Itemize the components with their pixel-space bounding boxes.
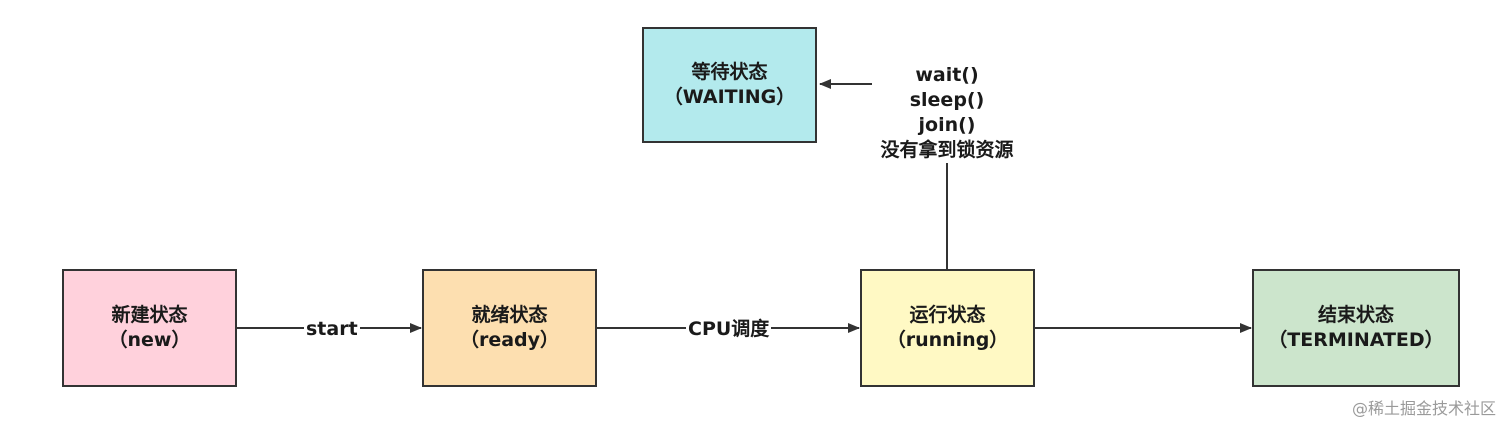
state-running-sub: （running） [886,329,1009,351]
transition-cpu-label: CPU调度 [686,317,772,341]
state-ready-box: 就绪状态 （ready） [422,269,597,387]
transition-lock-label: 没有拿到锁资源 [880,139,1014,161]
transition-sleep-label: sleep() [909,89,985,111]
state-ready-sub: （ready） [459,329,560,351]
state-new-box: 新建状态 （new） [62,269,237,387]
state-new-name: 新建状态 [111,304,188,326]
state-waiting-sub: （WAITING） [663,86,796,108]
watermark: @稀土掘金技术社区 [1351,399,1496,418]
transition-waiting-labels: wait() sleep() join() 没有拿到锁资源 [872,63,1022,163]
transition-join-label: join() [918,114,976,136]
transition-start-label: start [304,317,360,341]
state-terminated-name: 结束状态 [1317,304,1394,326]
state-running-name: 运行状态 [909,304,986,326]
state-running-box: 运行状态 （running） [860,269,1035,387]
state-terminated-sub: （TERMINATED） [1268,329,1444,351]
state-waiting-box: 等待状态 （WAITING） [642,27,817,143]
state-ready-name: 就绪状态 [471,304,548,326]
state-new-sub: （new） [108,329,191,351]
state-terminated-box: 结束状态 （TERMINATED） [1252,269,1460,387]
state-waiting-name: 等待状态 [691,61,768,83]
transition-wait-label: wait() [915,64,979,86]
